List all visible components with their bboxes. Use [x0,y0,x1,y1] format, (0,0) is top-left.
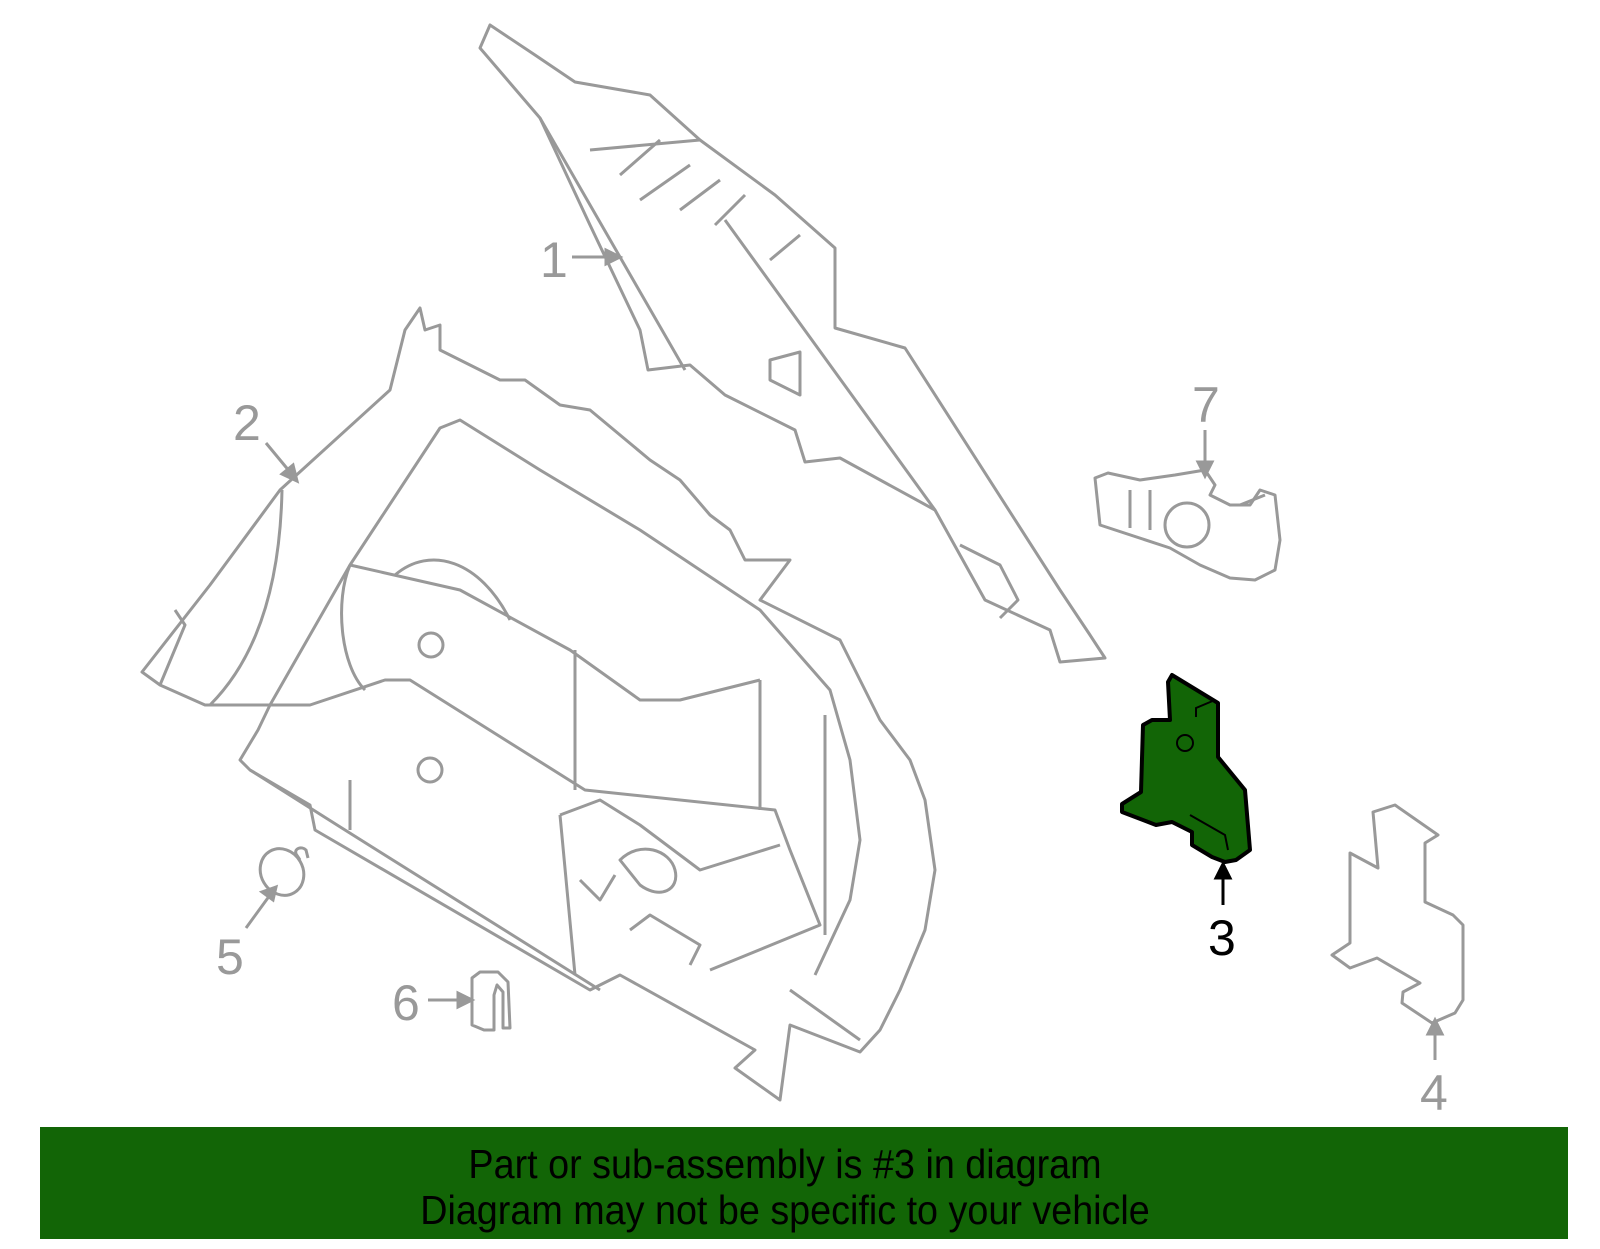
part-2-quarter-trim [140,306,937,1102]
info-banner: Part or sub-assembly is #3 in diagram Di… [40,1127,1568,1239]
leader-arrows [244,247,1445,1060]
callout-6[interactable]: 6 [392,975,420,1031]
part-7-connector [1093,468,1282,582]
callout-4[interactable]: 4 [1420,1065,1448,1121]
part-3-bracket-highlighted[interactable] [1120,673,1252,864]
banner-line-part: Part or sub-assembly is #3 in diagram [468,1141,1102,1187]
callout-2[interactable]: 2 [233,395,261,451]
callout-7[interactable]: 7 [1192,377,1220,433]
callout-3[interactable]: 3 [1208,910,1236,966]
part-4-bracket-outline [1330,803,1465,1025]
leader-arrow-3 [1213,860,1233,905]
part-1-upper-trim [478,23,1107,664]
part-5-push-pin [258,846,310,897]
banner-line-disclaimer: Diagram may not be specific to your vehi… [420,1187,1150,1233]
callout-5[interactable]: 5 [216,929,244,985]
callout-1[interactable]: 1 [540,232,568,288]
part-6-clip [470,970,512,1032]
